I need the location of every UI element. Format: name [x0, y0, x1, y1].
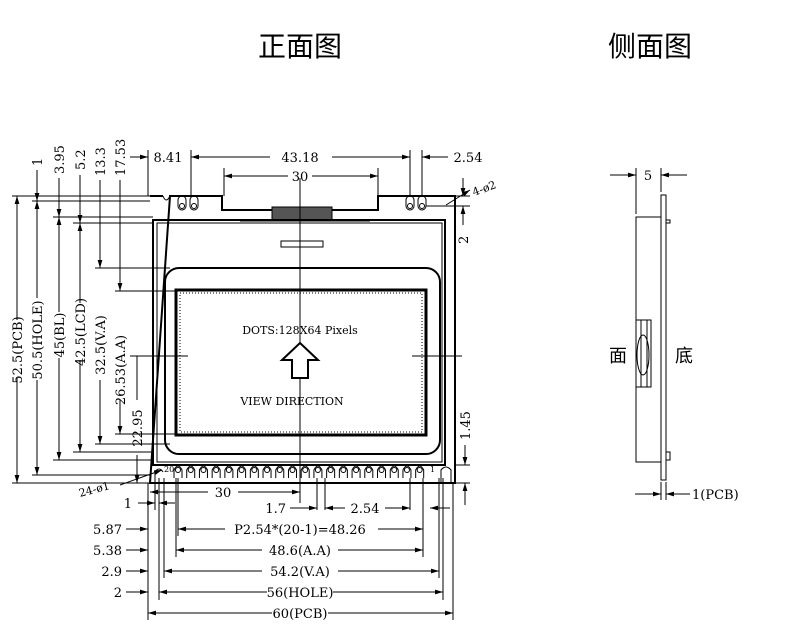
dim-13-3: 13.3: [94, 147, 109, 176]
lcd-body-side: [635, 216, 662, 463]
pin-pad: [351, 465, 361, 478]
pin-pad: [415, 465, 425, 478]
dim-56-hole: 56(HOLE): [267, 586, 334, 601]
dim-5-2: 5.2: [74, 149, 89, 170]
dim-thickness-5: 5: [644, 169, 652, 184]
pin-hole: [416, 467, 423, 473]
pin-pad: [249, 465, 259, 478]
dim-54-2-va: 54.2(V.A): [270, 565, 330, 580]
pin-pad: [287, 465, 297, 478]
pin-pad: [300, 465, 310, 478]
dim-26-53-aa: 26.53(A.A): [114, 335, 129, 405]
dim-22-95: 22.95: [131, 409, 146, 446]
dim-52-5-pcb: 52.5(PCB): [11, 316, 26, 383]
pin-hole: [403, 467, 410, 473]
dim-2-9: 2.9: [101, 565, 122, 580]
pin-pad: [338, 465, 348, 478]
pin-pad: [237, 465, 247, 478]
pin-hole: [251, 467, 258, 473]
dim-5-38: 5.38: [93, 544, 122, 559]
pin-hole: [327, 467, 334, 473]
dim-32-5-va: 32.5(V.A): [94, 315, 109, 375]
pin-hole: [302, 467, 309, 473]
pin-hole: [365, 467, 372, 473]
dim-3-95: 3.95: [53, 145, 68, 174]
pin-pad: [262, 465, 272, 478]
pcb-side: [660, 194, 667, 481]
pin-pad: [275, 465, 285, 478]
pin-hole: [225, 467, 232, 473]
pin-hole: [276, 467, 283, 473]
dim-pin-holes: 24-ø1: [77, 479, 111, 500]
pin-pad: [313, 465, 323, 478]
pin-hole: [353, 467, 360, 473]
pin-hole: [314, 467, 321, 473]
dim-30-top: 30: [292, 170, 309, 185]
dim-2-54-bottom: 2.54: [351, 502, 380, 517]
pin-hole: [238, 467, 245, 473]
face-label: 面: [609, 346, 627, 367]
dim-2-54-top: 2.54: [454, 151, 483, 166]
dim-45-bl: 45(BL): [53, 313, 68, 358]
dim-8-41: 8.41: [154, 151, 183, 166]
bottom-label: 底: [675, 346, 693, 367]
pin-hole: [391, 467, 398, 473]
dim-17-53: 17.53: [114, 139, 129, 176]
dim-2-bottom: 2: [114, 586, 122, 601]
pin-hole: [175, 467, 181, 473]
pin-pad: [326, 465, 336, 478]
pcb-outline: [148, 195, 456, 484]
pin-hole: [213, 467, 220, 473]
dim-50-5-hole: 50.5(HOLE): [31, 300, 46, 379]
dim-30-bottom: 30: [215, 486, 232, 501]
dim-pin-pitch: P2.54*(20-1)=48.26: [234, 523, 366, 538]
pin-hole: [340, 467, 347, 473]
dim-2-top: 2: [457, 236, 472, 244]
pin-pad: [389, 465, 399, 478]
dim-1-7: 1.7: [265, 502, 286, 517]
pin-hole: [378, 467, 385, 473]
dim-1-left: 1: [31, 158, 46, 166]
side-view: 5 1(PCB) 面 底: [609, 168, 739, 503]
fpc-connector: [271, 206, 333, 222]
dim-43-18: 43.18: [281, 151, 318, 166]
pin-1-label: 1: [430, 465, 435, 474]
view-direction-label: VIEW DIRECTION: [239, 395, 344, 408]
dim-mount-holes: 4-ø2: [471, 178, 498, 199]
connector-side: [635, 319, 652, 388]
view-direction-arrow-icon: [279, 341, 321, 379]
pin-pad: [186, 465, 196, 478]
side-view-title: 侧面图: [608, 30, 692, 63]
pin-pad: [198, 465, 208, 478]
dim-60-pcb: 60(PCB): [273, 607, 328, 622]
front-view: DOTS:128X64 Pixels VIEW DIRECTION 20 1: [11, 139, 498, 622]
dim-48-6-aa: 48.6(A.A): [269, 544, 331, 559]
bezel: [164, 267, 441, 455]
pin-pad: [224, 465, 234, 478]
dim-42-5-lcd: 42.5(LCD): [74, 298, 89, 366]
pin-pad: [211, 465, 221, 478]
pin-pad: [377, 465, 387, 478]
pin-row: [173, 465, 425, 478]
dim-5-87: 5.87: [93, 523, 122, 538]
pin-hole: [200, 467, 207, 473]
dim-1-bottom: 1: [124, 497, 132, 512]
backlight-outline: [152, 219, 446, 466]
pin-hole: [264, 467, 271, 473]
pin-hole: [289, 467, 296, 473]
front-view-title: 正面图: [258, 30, 342, 63]
pin-20-label: 20: [164, 465, 174, 474]
pin-pad: [402, 465, 412, 478]
dim-pcb-1: 1(PCB): [692, 488, 739, 503]
dim-1-45: 1.45: [459, 411, 474, 440]
pin-pad: [364, 465, 374, 478]
pin-hole: [187, 467, 194, 473]
pin-pad: [173, 465, 183, 478]
viewing-area: [174, 288, 428, 437]
